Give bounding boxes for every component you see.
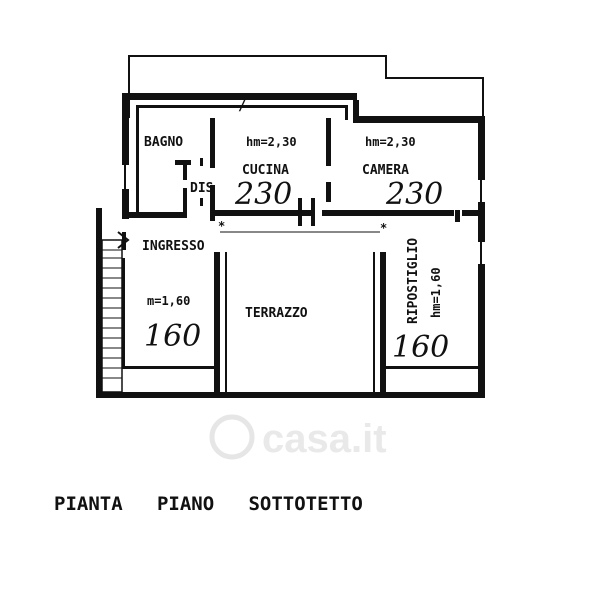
- stairs: [101, 231, 130, 393]
- height-label-cucina: hm=2,30: [246, 135, 297, 149]
- handwritten-cucina: 230: [234, 177, 292, 212]
- room-label-terrazzo: TERRAZZO: [245, 306, 308, 321]
- svg-text:*: *: [380, 221, 387, 235]
- svg-text:/: /: [238, 98, 246, 114]
- room-labels: BAGNO CUCINA CAMERA DIS INGRESSO TERRAZZ…: [142, 135, 421, 324]
- room-label-bagno: BAGNO: [144, 135, 183, 150]
- height-labels: hm=2,30 hm=2,30 m=1,60 hm=1,60: [147, 135, 443, 318]
- height-label-ripostiglio: hm=1,60: [429, 267, 443, 318]
- handwritten-ingresso: 160: [144, 319, 201, 354]
- room-label-cucina: CUCINA: [242, 163, 289, 178]
- interior-walls: * * /: [122, 98, 478, 392]
- outer-walls: [96, 55, 485, 398]
- watermark-text: casa.it: [262, 417, 387, 461]
- watermark: casa.it: [209, 414, 387, 461]
- handwritten-notes: 230 230 160 160: [144, 177, 449, 365]
- room-label-dis: DIS: [190, 181, 214, 196]
- handwritten-camera: 230: [385, 177, 443, 212]
- height-label-camera: hm=2,30: [365, 135, 416, 149]
- handwritten-ripostiglio: 160: [392, 330, 449, 365]
- room-label-ripostiglio: RIPOSTIGLIO: [406, 238, 421, 324]
- svg-text:*: *: [218, 219, 225, 233]
- room-label-camera: CAMERA: [362, 163, 409, 178]
- room-label-ingresso: INGRESSO: [142, 239, 205, 254]
- height-label-ingresso: m=1,60: [147, 294, 190, 308]
- plan-title: PIANTA PIANO SOTTOTETTO: [54, 493, 363, 515]
